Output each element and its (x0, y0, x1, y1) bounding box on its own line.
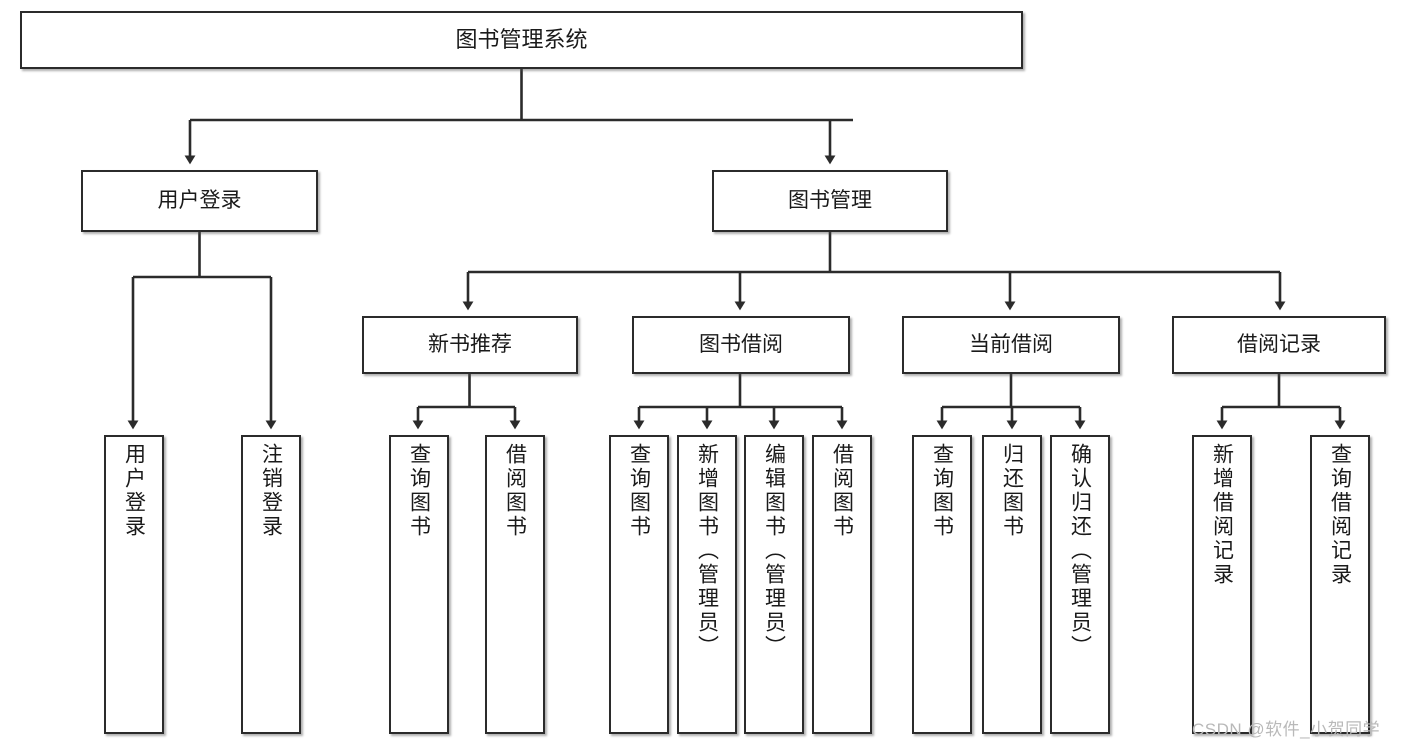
node-leaf-cur-confirm-return[interactable]: 确认归还（管理员） (1050, 435, 1110, 734)
watermark-text: CSDN @软件_小贺同学 (1192, 720, 1381, 739)
node-book-borrow[interactable]: 图书借阅 (632, 316, 850, 374)
node-label: 借阅图书 (830, 443, 854, 539)
node-label: 图书管理系统 (455, 27, 588, 53)
node-label: 新增图书（管理员） (695, 443, 719, 659)
node-label: 借阅记录 (1237, 332, 1321, 356)
node-leaf-rec-query-record[interactable]: 查询借阅记录 (1310, 435, 1370, 734)
node-leaf-user-logout[interactable]: 注销登录 (241, 435, 301, 734)
node-leaf-borrow-edit-book[interactable]: 编辑图书（管理员） (744, 435, 804, 734)
node-label: 用户登录 (122, 443, 146, 539)
node-label: 当前借阅 (969, 332, 1053, 356)
node-label: 借阅图书 (503, 443, 527, 539)
node-label: 查询图书 (930, 443, 954, 539)
node-label: 图书借阅 (699, 332, 783, 356)
node-leaf-cur-return-book[interactable]: 归还图书 (982, 435, 1042, 734)
node-leaf-rec-query-book[interactable]: 查询图书 (389, 435, 449, 734)
node-label: 图书管理 (788, 188, 872, 212)
node-label: 用户登录 (157, 188, 242, 212)
node-leaf-borrow-lend-book[interactable]: 借阅图书 (812, 435, 872, 734)
node-leaf-cur-query-book[interactable]: 查询图书 (912, 435, 972, 734)
node-label: 新书推荐 (428, 332, 512, 356)
node-label: 编辑图书（管理员） (762, 443, 786, 659)
node-label: 注销登录 (259, 443, 283, 539)
node-book-manage[interactable]: 图书管理 (712, 170, 948, 232)
node-label: 查询借阅记录 (1328, 443, 1352, 587)
node-leaf-rec-borrow-book[interactable]: 借阅图书 (485, 435, 545, 734)
node-label: 查询图书 (407, 443, 431, 539)
node-root[interactable]: 图书管理系统 (20, 11, 1023, 69)
node-new-book-rec[interactable]: 新书推荐 (362, 316, 578, 374)
node-leaf-user-login[interactable]: 用户登录 (104, 435, 164, 734)
node-label: 新增借阅记录 (1210, 443, 1234, 587)
node-label: 确认归还（管理员） (1068, 443, 1092, 659)
node-user-login[interactable]: 用户登录 (81, 170, 318, 232)
node-borrow-record[interactable]: 借阅记录 (1172, 316, 1386, 374)
node-leaf-borrow-add-book[interactable]: 新增图书（管理员） (677, 435, 737, 734)
node-leaf-borrow-query-book[interactable]: 查询图书 (609, 435, 669, 734)
node-current-borrow[interactable]: 当前借阅 (902, 316, 1120, 374)
node-leaf-rec-add-record[interactable]: 新增借阅记录 (1192, 435, 1252, 734)
node-label: 查询图书 (627, 443, 651, 539)
node-label: 归还图书 (1000, 443, 1024, 539)
